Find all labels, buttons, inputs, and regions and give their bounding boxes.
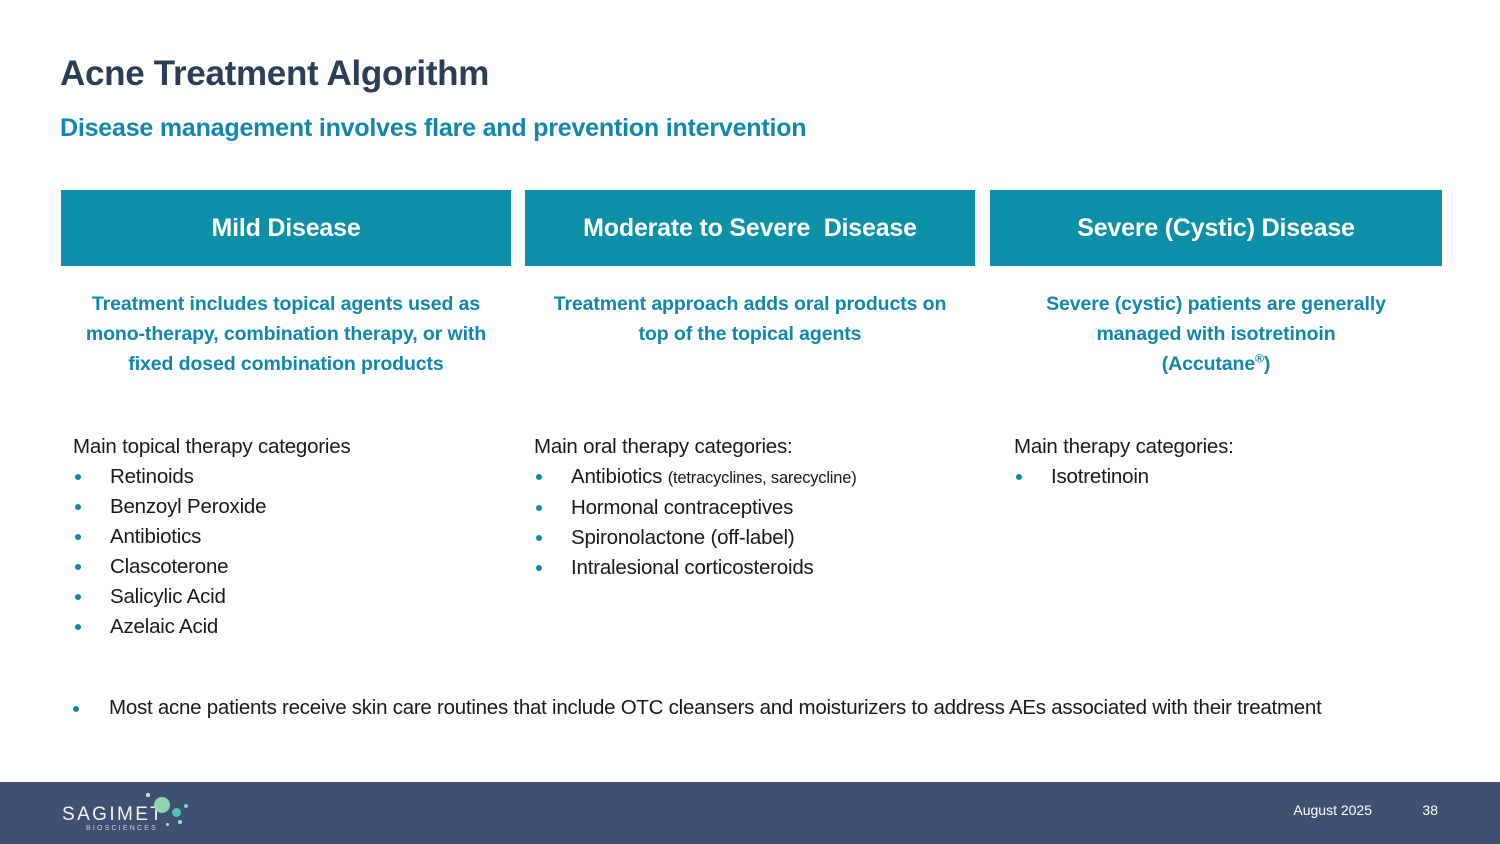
bullet-dot-icon <box>536 473 542 480</box>
list-item-label: Clascoterone <box>110 554 229 578</box>
bullet-dot-icon <box>536 564 542 571</box>
list-item: Azelaic Acid <box>73 612 513 642</box>
bullet-dot-icon <box>75 623 81 630</box>
bullet-dot-icon <box>75 593 81 600</box>
list-item-label: Antibiotics <box>571 464 663 488</box>
page-subtitle: Disease management involves flare and pr… <box>60 114 807 142</box>
list-item-label: Spironolactone (off-label) <box>571 525 795 549</box>
therapy-list-severe-cystic: Main therapy categories: Isotretinoin <box>1014 432 1444 492</box>
page-title: Acne Treatment Algorithm <box>60 54 490 93</box>
therapy-list-mild: Main topical therapy categories Retinoid… <box>73 432 513 642</box>
logo-tagline: BIOSCIENCES <box>86 825 159 832</box>
list-item-label: Retinoids <box>110 464 194 488</box>
column-description-line-2: managed with isotretinoin <box>1096 322 1336 345</box>
list-item: Benzoyl Peroxide <box>73 492 513 522</box>
bullet-dot-icon <box>75 563 81 570</box>
bullet-dot-icon <box>75 533 81 540</box>
bullet-dot-icon <box>536 504 542 511</box>
bullet-list-mild: Retinoids Benzoyl Peroxide Antibiotics C… <box>73 462 513 642</box>
column-description-moderate-severe: Treatment approach adds oral products on… <box>553 293 947 345</box>
list-item: Antibiotics (tetracyclines, sarecycline) <box>534 462 984 493</box>
therapy-list-moderate-severe: Main oral therapy categories: Antibiotic… <box>534 432 984 583</box>
list-item: Isotretinoin <box>1014 462 1444 492</box>
column-description-line-3: (Accutane®) <box>1161 351 1271 375</box>
list-item-label: Hormonal contraceptives <box>571 495 794 519</box>
list-item-label: Benzoyl Peroxide <box>110 494 267 518</box>
list-item: Retinoids <box>73 462 513 492</box>
bullet-list-moderate-severe: Antibiotics (tetracyclines, sarecycline)… <box>534 462 984 583</box>
column-description-line-1: Severe (cystic) patients are generally <box>1046 293 1386 315</box>
list-item: Spironolactone (off-label) <box>534 523 984 553</box>
list-item: Clascoterone <box>73 552 513 582</box>
sagimet-logo: SAGIMET BIOSCIENCES <box>58 792 188 838</box>
bullet-dot-icon <box>73 706 79 712</box>
footer-date: August 2025 <box>1293 802 1372 818</box>
list-item: Antibiotics <box>73 522 513 552</box>
list-heading-moderate-severe: Main oral therapy categories: <box>534 435 793 458</box>
footnote-text: Most acne patients receive skin care rou… <box>109 696 1322 719</box>
column-description-severe-cystic: Severe (cystic) patients are generally m… <box>990 290 1442 379</box>
list-item-label: Antibiotics <box>110 524 202 548</box>
column-moderate-severe-disease: Moderate to Severe Disease Treatment app… <box>525 190 975 350</box>
column-header-mild: Mild Disease <box>61 190 511 266</box>
bullet-dot-icon <box>536 534 542 541</box>
bullet-dot-icon <box>75 473 81 480</box>
list-item-note: (tetracyclines, sarecycline) <box>667 468 857 487</box>
column-mild-disease: Mild Disease Treatment includes topical … <box>61 190 511 379</box>
list-item-label: Intralesional corticosteroids <box>571 555 814 579</box>
bullet-dot-icon <box>75 503 81 510</box>
list-item-label: Azelaic Acid <box>110 614 219 638</box>
footnote-bullet: Most acne patients receive skin care rou… <box>73 694 1433 722</box>
bullet-list-severe-cystic: Isotretinoin <box>1014 462 1444 492</box>
list-item: Hormonal contraceptives <box>534 493 984 523</box>
footer-bar <box>0 782 1500 844</box>
list-heading-mild: Main topical therapy categories <box>73 435 351 458</box>
footer-page-number: 38 <box>1422 802 1438 818</box>
list-item-label: Salicylic Acid <box>110 584 226 608</box>
bullet-dot-icon <box>1016 473 1022 480</box>
list-item: Salicylic Acid <box>73 582 513 612</box>
list-heading-severe-cystic: Main therapy categories: <box>1014 435 1234 458</box>
list-item-label: Isotretinoin <box>1051 464 1149 488</box>
list-item: Intralesional corticosteroids <box>534 553 984 583</box>
column-severe-cystic-disease: Severe (Cystic) Disease Severe (cystic) … <box>990 190 1442 379</box>
column-description-mild: Treatment includes topical agents used a… <box>85 293 487 375</box>
logo-wordmark: SAGIMET <box>62 804 165 825</box>
column-header-moderate-severe: Moderate to Severe Disease <box>525 190 975 266</box>
column-header-severe-cystic: Severe (Cystic) Disease <box>990 190 1442 266</box>
